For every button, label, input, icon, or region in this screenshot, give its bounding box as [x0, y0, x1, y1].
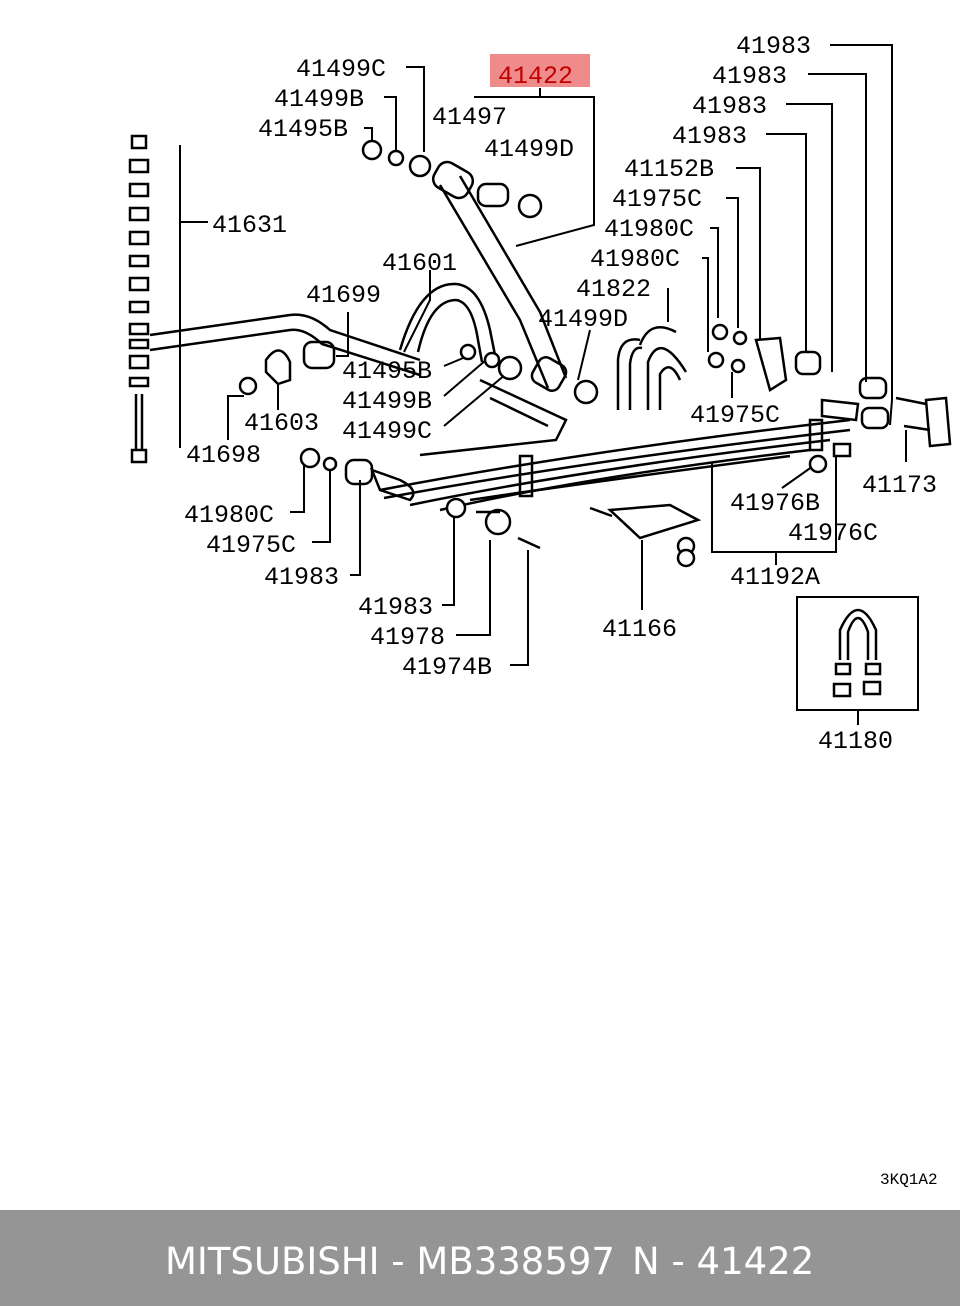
part-label-41975c[interactable]: 41975C	[206, 531, 296, 560]
part-label-41699[interactable]: 41699	[306, 281, 381, 310]
part-label-41978[interactable]: 41978	[370, 623, 445, 652]
part-label-41631[interactable]: 41631	[212, 211, 287, 240]
part-label-41983[interactable]: 41983	[736, 32, 811, 61]
part-label-41495b[interactable]: 41495B	[258, 115, 348, 144]
part-label-41497[interactable]: 41497	[432, 103, 507, 132]
part-label-41499d[interactable]: 41499D	[538, 305, 628, 334]
part-label-41698[interactable]: 41698	[186, 441, 261, 470]
part-label-41983[interactable]: 41983	[692, 92, 767, 121]
part-label-41499b[interactable]: 41499B	[274, 85, 364, 114]
part-label-41975c[interactable]: 41975C	[690, 401, 780, 430]
part-label-41983[interactable]: 41983	[264, 563, 339, 592]
part-label-41983[interactable]: 41983	[672, 122, 747, 151]
part-label-41180[interactable]: 41180	[818, 727, 893, 756]
parts-diagram: 41422	[128, 32, 952, 1189]
suspension-drawing	[134, 160, 952, 660]
part-label-41980c[interactable]: 41980C	[184, 501, 274, 530]
part-labels: 41983 41983 41983 41983 41499C 41499B 41…	[184, 32, 937, 756]
part-label-41976b[interactable]: 41976B	[730, 489, 820, 518]
washers-and-nuts	[128, 134, 882, 698]
part-label-41499c[interactable]: 41499C	[296, 55, 386, 84]
part-label-41601[interactable]: 41601	[382, 249, 457, 278]
part-label-41975c[interactable]: 41975C	[612, 185, 702, 214]
part-label-41499b[interactable]: 41499B	[342, 387, 432, 416]
part-label-41983[interactable]: 41983	[358, 593, 433, 622]
part-label-41822[interactable]: 41822	[576, 275, 651, 304]
part-label-41173[interactable]: 41173	[862, 471, 937, 500]
part-label-41974b[interactable]: 41974B	[402, 653, 492, 682]
drawing-code: 3KQ1A2	[880, 1171, 938, 1189]
part-label-41495b[interactable]: 41495B	[342, 357, 432, 386]
reference-number: N - 41422	[632, 1240, 815, 1283]
part-label-41499d[interactable]: 41499D	[484, 135, 574, 164]
part-label-41976c[interactable]: 41976C	[788, 519, 878, 548]
part-label-41166[interactable]: 41166	[602, 615, 677, 644]
part-label-41499c[interactable]: 41499C	[342, 417, 432, 446]
part-label-41980c[interactable]: 41980C	[604, 215, 694, 244]
part-label-41603[interactable]: 41603	[244, 409, 319, 438]
part-label-41422[interactable]: 41422	[498, 62, 573, 91]
footer-bar: MITSUBISHI - MB338597 N - 41422	[0, 1210, 960, 1306]
part-label-41980c[interactable]: 41980C	[590, 245, 680, 274]
brand-part-number: MITSUBISHI - MB338597	[165, 1240, 615, 1283]
part-label-41192a[interactable]: 41192A	[730, 563, 820, 592]
part-label-41983[interactable]: 41983	[712, 62, 787, 91]
highlight-box	[490, 54, 590, 87]
part-label-41152b[interactable]: 41152B	[624, 155, 714, 184]
